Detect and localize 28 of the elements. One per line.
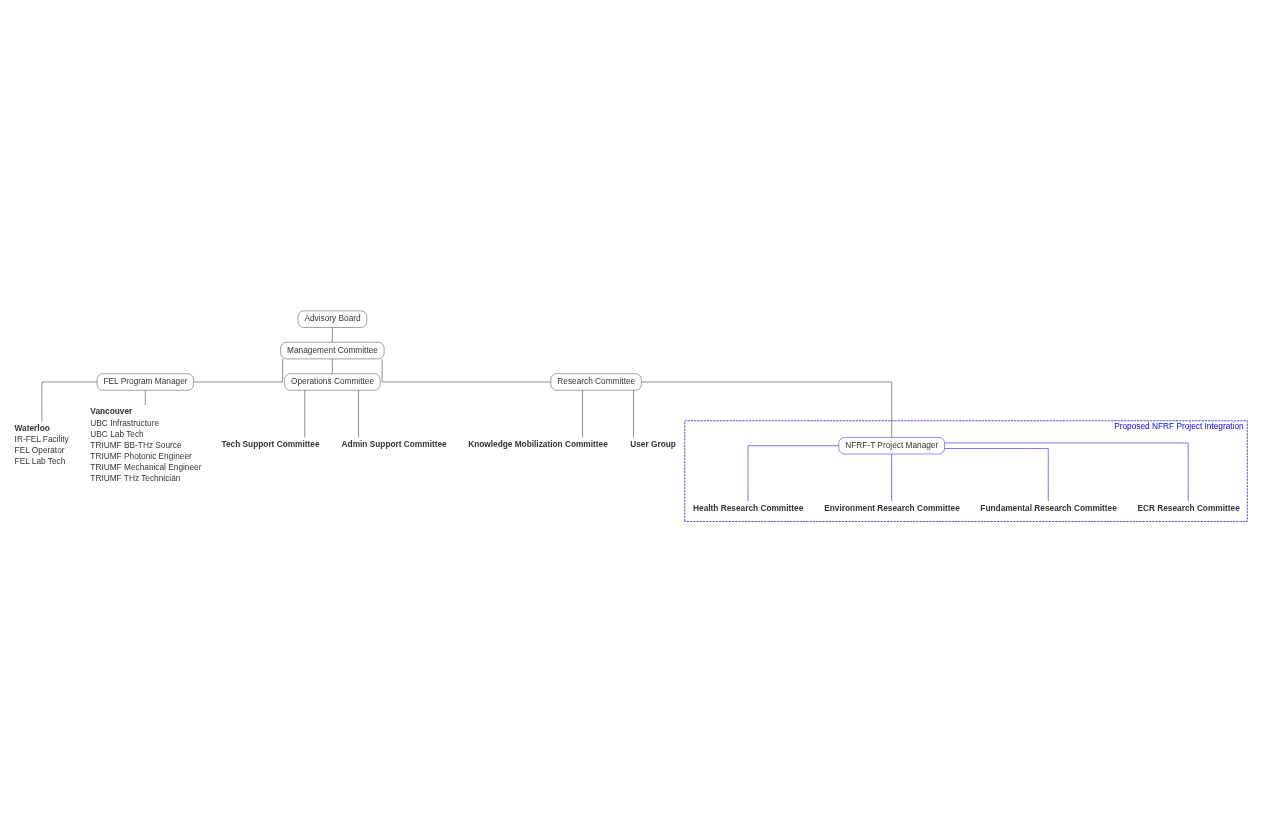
- node-box: Advisory Board: [297, 310, 367, 328]
- node-label: TRIUMF THz Technician: [90, 472, 181, 483]
- connector: [358, 389, 359, 438]
- node-label: TRIUMF Photonic Engineer: [90, 450, 192, 461]
- node-text: Tech Support Committee: [221, 438, 320, 449]
- node-box: FEL Program Manager: [96, 372, 194, 391]
- node-text: Admin Support Committee: [341, 438, 447, 449]
- node-text: User Group: [630, 438, 676, 449]
- node-text: Health Research Committee: [693, 502, 804, 513]
- node-box: NFRF-T Project Manager: [838, 436, 945, 454]
- node-text: Knowledge Mobilization Committee: [468, 438, 608, 449]
- connector: [582, 389, 583, 438]
- node-text: Vancouver: [90, 405, 133, 416]
- node-box: Management Committee: [280, 341, 385, 359]
- node-text: Waterloo: [14, 422, 50, 433]
- node-label: FEL Operator: [14, 444, 65, 455]
- node-label: UBC Infrastructure: [90, 417, 160, 428]
- connector: [633, 389, 634, 438]
- node-label: FEL Lab Tech: [14, 455, 66, 466]
- node-label: UBC Lab Tech: [90, 428, 144, 439]
- node-text: Fundamental Research Committee: [980, 502, 1117, 513]
- node-text: ECR Research Committee: [1137, 502, 1240, 513]
- node-text: Environment Research Committee: [824, 502, 960, 513]
- node-label: TRIUMF BB-THz Source: [90, 439, 182, 450]
- node-box: Operations Committee: [284, 372, 381, 391]
- node-label: TRIUMF Mechanical Engineer: [90, 461, 202, 472]
- node-label: IR-FEL Facility: [14, 433, 69, 444]
- node-box: Research Committee: [550, 372, 642, 391]
